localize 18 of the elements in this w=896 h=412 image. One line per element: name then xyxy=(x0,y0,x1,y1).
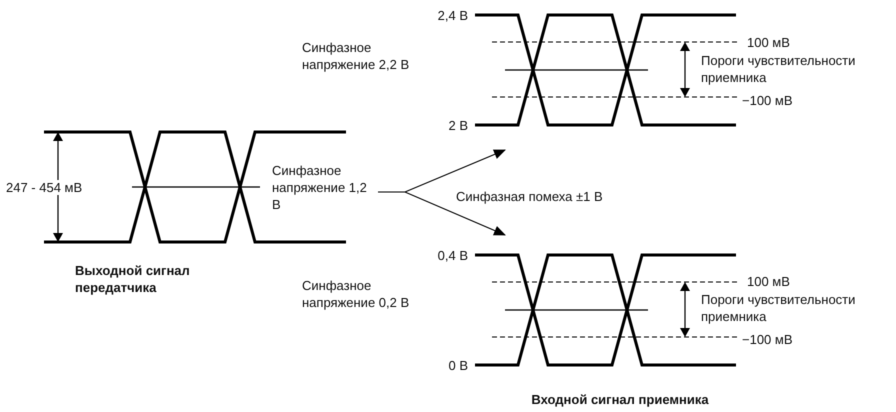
text-label: Пороги чувствительности приемника xyxy=(701,52,856,86)
text-label: 100 мВ xyxy=(747,34,791,51)
text-label: 0 В xyxy=(447,357,468,374)
text-label: 100 мВ xyxy=(747,273,791,290)
text-label: 2 В xyxy=(447,117,468,134)
signal-label: Синфазное напряжение 1,2 В xyxy=(272,162,376,216)
text-label: Синфазное напряжение 2,2 В xyxy=(302,39,410,73)
text-label: Синфазное напряжение 0,2 В xyxy=(302,277,410,311)
text-label: Синфазная помеха ±1 В xyxy=(456,188,604,205)
text-label: −100 мВ xyxy=(742,92,794,109)
text-label: Входной сигнал приемника xyxy=(530,391,710,408)
text-label: 0,4 В xyxy=(436,247,468,264)
text-label: 247 - 454 мВ xyxy=(6,179,84,196)
text-label: 2,4 В xyxy=(436,7,468,24)
text-label: −100 мВ xyxy=(742,331,794,348)
arrow xyxy=(378,192,506,236)
text-label: Выходной сигнал передатчика xyxy=(75,262,191,296)
text-label: Пороги чувствительности приемника xyxy=(701,291,856,325)
